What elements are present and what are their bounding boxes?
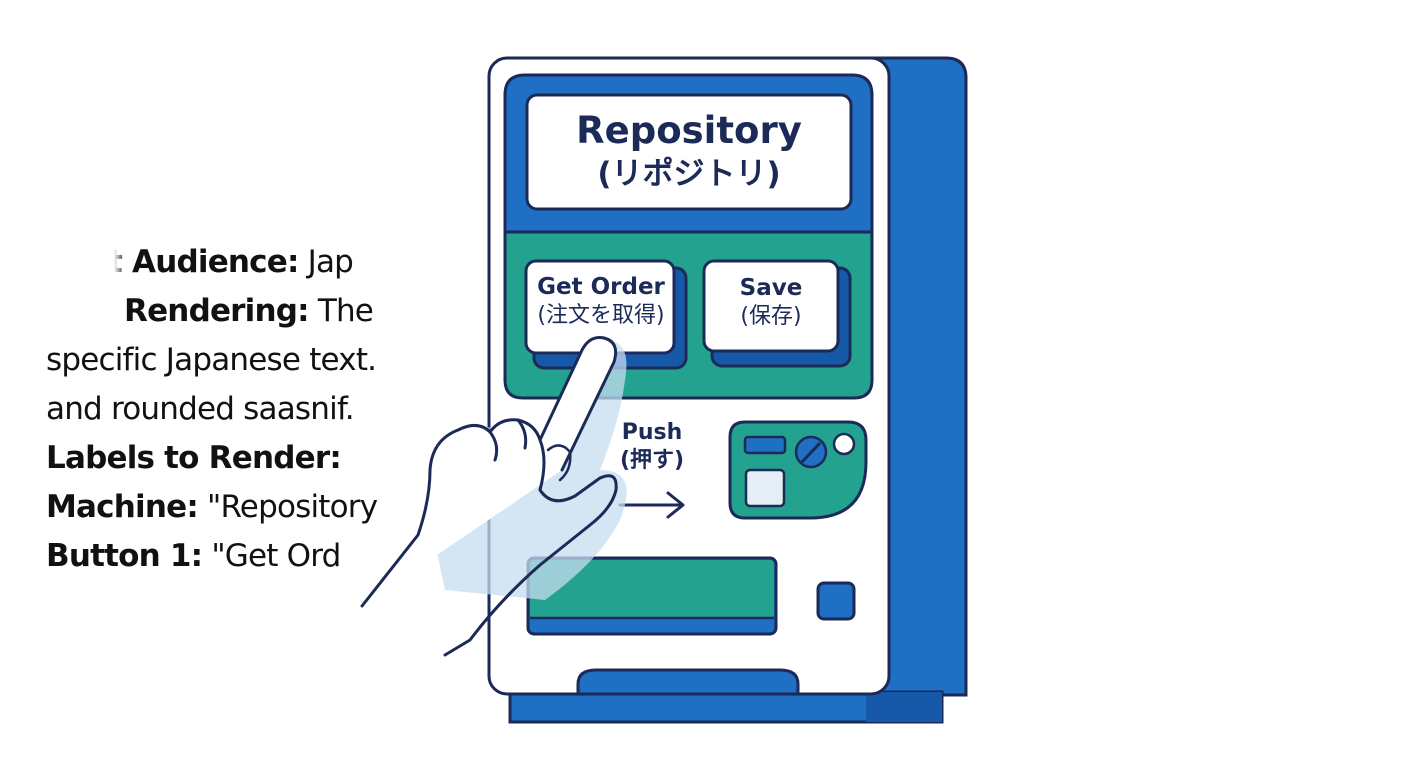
- arrow-right-icon: [618, 491, 685, 519]
- notes-panel: t Audience: Jap Rendering: The specific …: [46, 238, 426, 588]
- push-text: Push: [621, 420, 683, 445]
- get-order-subtext: (注文を取得): [537, 303, 665, 328]
- save-subtext: (保存): [740, 304, 802, 329]
- push-label: Push (押す): [606, 419, 698, 475]
- screen-subtitle-text: (リポジトリ): [597, 156, 781, 192]
- notes-line-rounded: and rounded saasnif.: [46, 391, 355, 427]
- notes-line-labels: Labels to Render:: [46, 440, 342, 476]
- machine-screen: [525, 93, 853, 211]
- machine-base-side: [866, 692, 942, 722]
- screen-title: Repository (リポジトリ): [528, 108, 850, 194]
- save-label: Save (保存): [706, 273, 836, 331]
- indicator-light: [832, 432, 856, 456]
- save-text: Save: [739, 275, 803, 301]
- get-order-text: Get Order: [537, 274, 665, 300]
- pickup-slot: [576, 668, 800, 696]
- pointing-hand-icon: [360, 336, 627, 657]
- dispense-tray: [530, 560, 774, 618]
- coin-slot: [743, 435, 787, 455]
- dial-indicator: [800, 441, 822, 464]
- notes-line-rendering: Rendering: The: [124, 293, 374, 329]
- return-button-hit[interactable]: [818, 583, 854, 619]
- notes-line-specific: specific Japanese text.: [46, 342, 377, 378]
- get-order-button[interactable]: [526, 261, 676, 355]
- return-button: [816, 581, 856, 621]
- card-reader: [744, 468, 786, 508]
- button2-face: [702, 259, 840, 353]
- get-order-label: Get Order (注文を取得): [528, 272, 674, 330]
- screen-title-text: Repository: [576, 109, 802, 152]
- dial-knob-hit[interactable]: [796, 437, 826, 467]
- save-button[interactable]: [704, 261, 840, 353]
- notes-line-machine: Machine: "Repository: [46, 489, 378, 525]
- notes-line-button1: Button 1: "Get Ord: [46, 538, 341, 574]
- push-subtext: (押す): [619, 448, 685, 473]
